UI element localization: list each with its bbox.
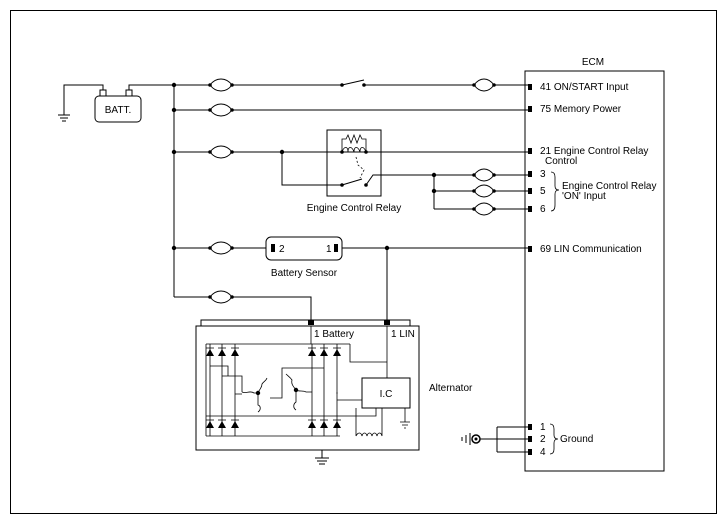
- battery: BATT.: [58, 84, 174, 123]
- pin-memory-power: 75 Memory Power: [540, 104, 622, 115]
- alternator-label: Alternator: [429, 383, 473, 394]
- fuse-icon: [209, 103, 233, 117]
- ground-label: Ground: [560, 434, 593, 445]
- field-coil-icon: [355, 408, 383, 437]
- battery-sensor: 2 1 Battery Sensor: [265, 236, 343, 279]
- ic-label: I.C: [380, 389, 393, 400]
- on-input-brace: [550, 171, 560, 212]
- ecm-box: [524, 70, 665, 472]
- alt-pin-battery: 1 Battery: [314, 329, 354, 340]
- battery-ground-icon: [58, 114, 70, 122]
- battery-sensor-pin2: 2: [279, 244, 285, 255]
- pin-ground-1: 1: [540, 422, 546, 433]
- ic-ground-icon: [400, 421, 410, 429]
- ecm: ECM 41 ON/START Input 75 Memory Power 21…: [524, 57, 665, 472]
- battery-sensor-pin1: 1: [326, 244, 332, 255]
- relay-label: Engine Control Relay: [307, 203, 402, 214]
- fuse-icon: [473, 78, 495, 92]
- battery-label: BATT.: [105, 105, 131, 116]
- diagram-border: [10, 10, 717, 514]
- ignition-switch-icon: [341, 79, 365, 86]
- relay-coil-icon: [341, 147, 367, 153]
- alternator-ground-icon: [315, 457, 329, 465]
- alt-pin-lin: 1 LIN: [391, 329, 415, 340]
- pin-relay-control: 21 Engine Control Relay: [540, 146, 648, 157]
- on-input-label-line2: 'ON' Input: [562, 191, 606, 202]
- pin-relay-control-line2: Control: [545, 156, 577, 167]
- fuse-icon: [209, 290, 233, 304]
- ecm-ground: [461, 426, 528, 453]
- stator-winding-icon: [210, 365, 268, 413]
- battery-sensor-label: Battery Sensor: [271, 268, 338, 279]
- pin-ground-2: 2: [540, 434, 546, 445]
- pin-lin: 69 LIN Communication: [540, 244, 642, 255]
- diode-icon: [308, 344, 341, 436]
- pin-on-start: 41 ON/START Input: [540, 82, 629, 93]
- pin-ground-4: 4: [540, 447, 546, 458]
- battery-box: [94, 95, 142, 123]
- relay-box: [326, 129, 382, 197]
- stator-winding-icon: [270, 367, 338, 411]
- fuse-icon: [209, 241, 233, 255]
- diode-icon: [206, 344, 239, 436]
- on-input-label: Engine Control Relay: [562, 181, 657, 192]
- pin-6: 6: [540, 204, 546, 215]
- fuse-icon: [473, 202, 495, 216]
- fuse-icon: [473, 184, 495, 198]
- pin-5: 5: [540, 186, 546, 197]
- fuse-icon: [473, 168, 495, 182]
- ecm-title: ECM: [582, 57, 604, 68]
- alternator: 1 Battery 1 LIN Alternator: [195, 319, 473, 465]
- fuse-icon: [209, 78, 233, 92]
- engine-control-relay: Engine Control Relay: [307, 129, 434, 214]
- ground-brace: [549, 423, 559, 455]
- ic-box: [361, 377, 411, 409]
- fuse-icon: [209, 145, 233, 159]
- pin-3: 3: [540, 169, 546, 180]
